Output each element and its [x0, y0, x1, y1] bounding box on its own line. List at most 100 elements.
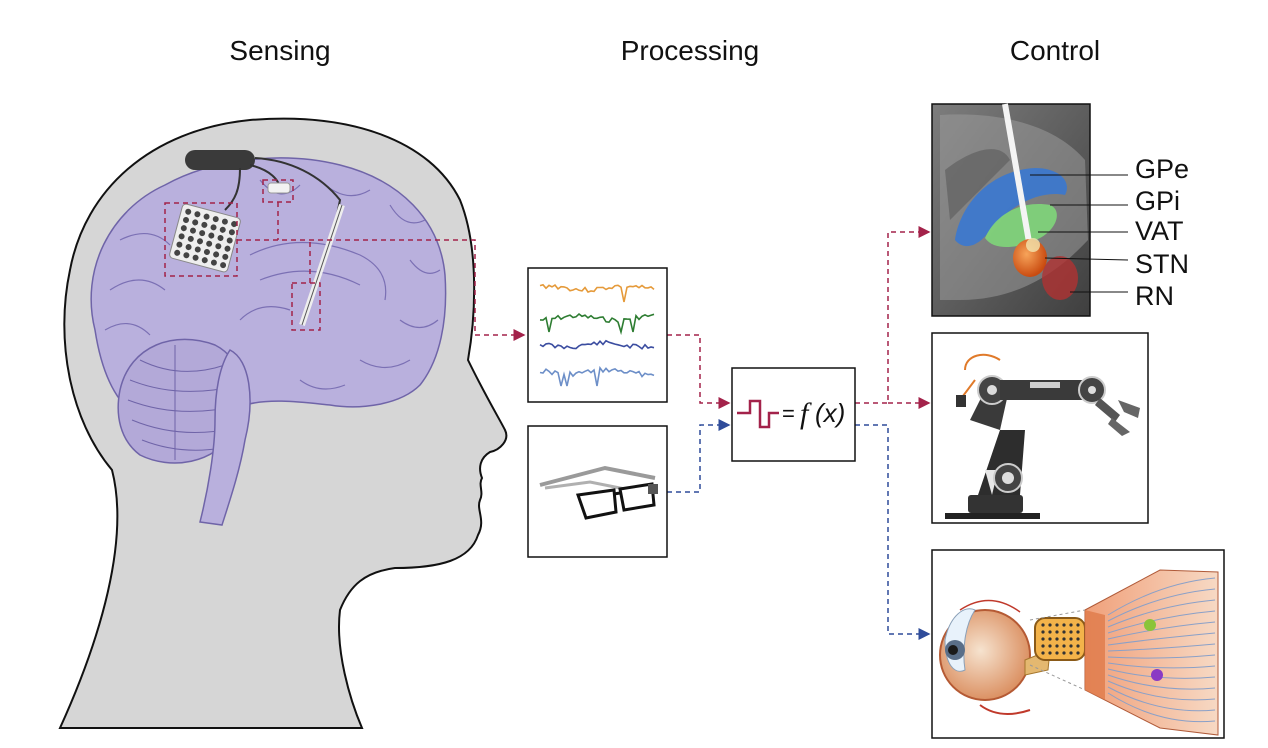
electrode-contact — [208, 232, 215, 239]
chip-electrode — [1069, 637, 1073, 641]
magnify-guide — [1029, 609, 1086, 691]
signal-trace-green — [539, 312, 655, 336]
retina-implant-chip — [1034, 617, 1086, 661]
electrode-contact — [203, 248, 210, 255]
retina-fiber — [1107, 643, 1216, 652]
electrode-contact — [224, 245, 231, 252]
region-rn — [1042, 256, 1078, 300]
chip-electrode — [1076, 644, 1080, 648]
region-leader-lines — [1030, 174, 1129, 293]
electrode-selection-box — [291, 282, 321, 331]
electrode-contact — [228, 229, 235, 236]
electrode-contact — [206, 240, 213, 247]
retina-fiber — [1107, 674, 1216, 690]
deep-brain-stimulation-panel — [931, 103, 1129, 317]
electrode-contact — [187, 235, 194, 242]
retina-fiber — [1107, 588, 1216, 622]
retina-fiber — [1107, 686, 1216, 712]
electrode-contact — [194, 246, 201, 253]
chip-electrode — [1055, 651, 1059, 655]
chip-electrode — [1041, 630, 1045, 634]
label-gpi: GPi — [1135, 186, 1180, 216]
electrode-contact — [221, 218, 228, 225]
chip-electrode — [1076, 637, 1080, 641]
retinal-prosthesis-panel — [931, 549, 1225, 739]
retina-fiber — [1107, 610, 1216, 634]
chip-electrode — [1069, 651, 1073, 655]
signal-trace-orange — [539, 283, 655, 303]
header-sensing: Sensing — [229, 35, 330, 66]
chip-electrode — [1048, 644, 1052, 648]
region-gpi — [985, 204, 1057, 248]
chip-electrode — [1055, 623, 1059, 627]
connectors — [237, 202, 931, 640]
signal-trace-lightblue — [539, 365, 655, 387]
brainstem — [199, 349, 251, 526]
dbs-lead — [1002, 103, 1036, 266]
electrode-contact — [192, 219, 199, 226]
electrode-contact — [231, 221, 238, 228]
connector-glasses-to-function — [667, 419, 731, 493]
electrode-contact — [210, 259, 217, 266]
electrode-contact — [201, 221, 208, 228]
electrode-contact — [222, 253, 229, 260]
function-equals: = — [782, 401, 795, 426]
electrode-contact — [185, 244, 192, 251]
connector-signals-to-function — [667, 334, 731, 409]
connector-function-to-eye — [855, 424, 931, 640]
pulse-waveform-icon — [737, 399, 779, 429]
electrode-contact — [178, 233, 185, 240]
header-processing: Processing — [621, 35, 760, 66]
header-control: Control — [1010, 35, 1100, 66]
head-illustration — [58, 117, 508, 729]
chip-electrode — [1076, 651, 1080, 655]
chip-electrode — [1041, 644, 1045, 648]
chip-electrode — [1055, 630, 1059, 634]
chip-electrode — [1069, 630, 1073, 634]
pulse-generator — [185, 150, 255, 170]
label-stn: STN — [1135, 249, 1189, 279]
connector-ecog-to-signals — [237, 239, 526, 341]
chip-electrode — [1062, 637, 1066, 641]
electrode-contact — [194, 211, 201, 218]
chip-electrode — [1048, 623, 1052, 627]
chip-electrode — [1069, 623, 1073, 627]
retina-fiber — [1107, 621, 1216, 640]
robotic-arm-panel — [931, 332, 1149, 524]
chip-electrode — [1062, 623, 1066, 627]
chip-electrode — [1062, 644, 1066, 648]
chip-electrode — [1048, 651, 1052, 655]
electrode-contact — [213, 251, 220, 258]
retina-fiber — [1107, 577, 1216, 616]
electrode-contact — [183, 216, 190, 223]
retina-cross-section — [1084, 569, 1219, 736]
chip-electrode — [1062, 651, 1066, 655]
electrode-contact — [196, 238, 203, 245]
chip-electrode — [1041, 651, 1045, 655]
chip-electrode — [1041, 623, 1045, 627]
retina-fiber — [1107, 662, 1216, 669]
electrode-contact — [180, 225, 187, 232]
electrode-contact — [185, 208, 192, 215]
brain-gyri — [104, 179, 441, 390]
electrode-contact — [212, 216, 219, 223]
chip-electrode — [1041, 637, 1045, 641]
ecog-grid — [169, 203, 241, 273]
electrode-contact — [203, 213, 210, 220]
electrode-contact — [219, 226, 226, 233]
eye-icon — [939, 599, 1051, 715]
electrode-contact — [174, 249, 181, 256]
label-rn: RN — [1135, 281, 1174, 311]
chip-electrode — [1055, 637, 1059, 641]
chip-electrode — [1048, 630, 1052, 634]
chip-electrode — [1076, 623, 1080, 627]
electrode-contact — [183, 252, 190, 259]
electrode-contact — [210, 224, 217, 231]
electrode-contact — [176, 241, 183, 248]
electrode-contact — [217, 235, 224, 242]
mri-dark-ventricle — [945, 149, 1010, 220]
electrode-contact — [199, 230, 206, 237]
signal-trace-blue — [539, 339, 655, 350]
electrode-contact — [201, 257, 208, 264]
